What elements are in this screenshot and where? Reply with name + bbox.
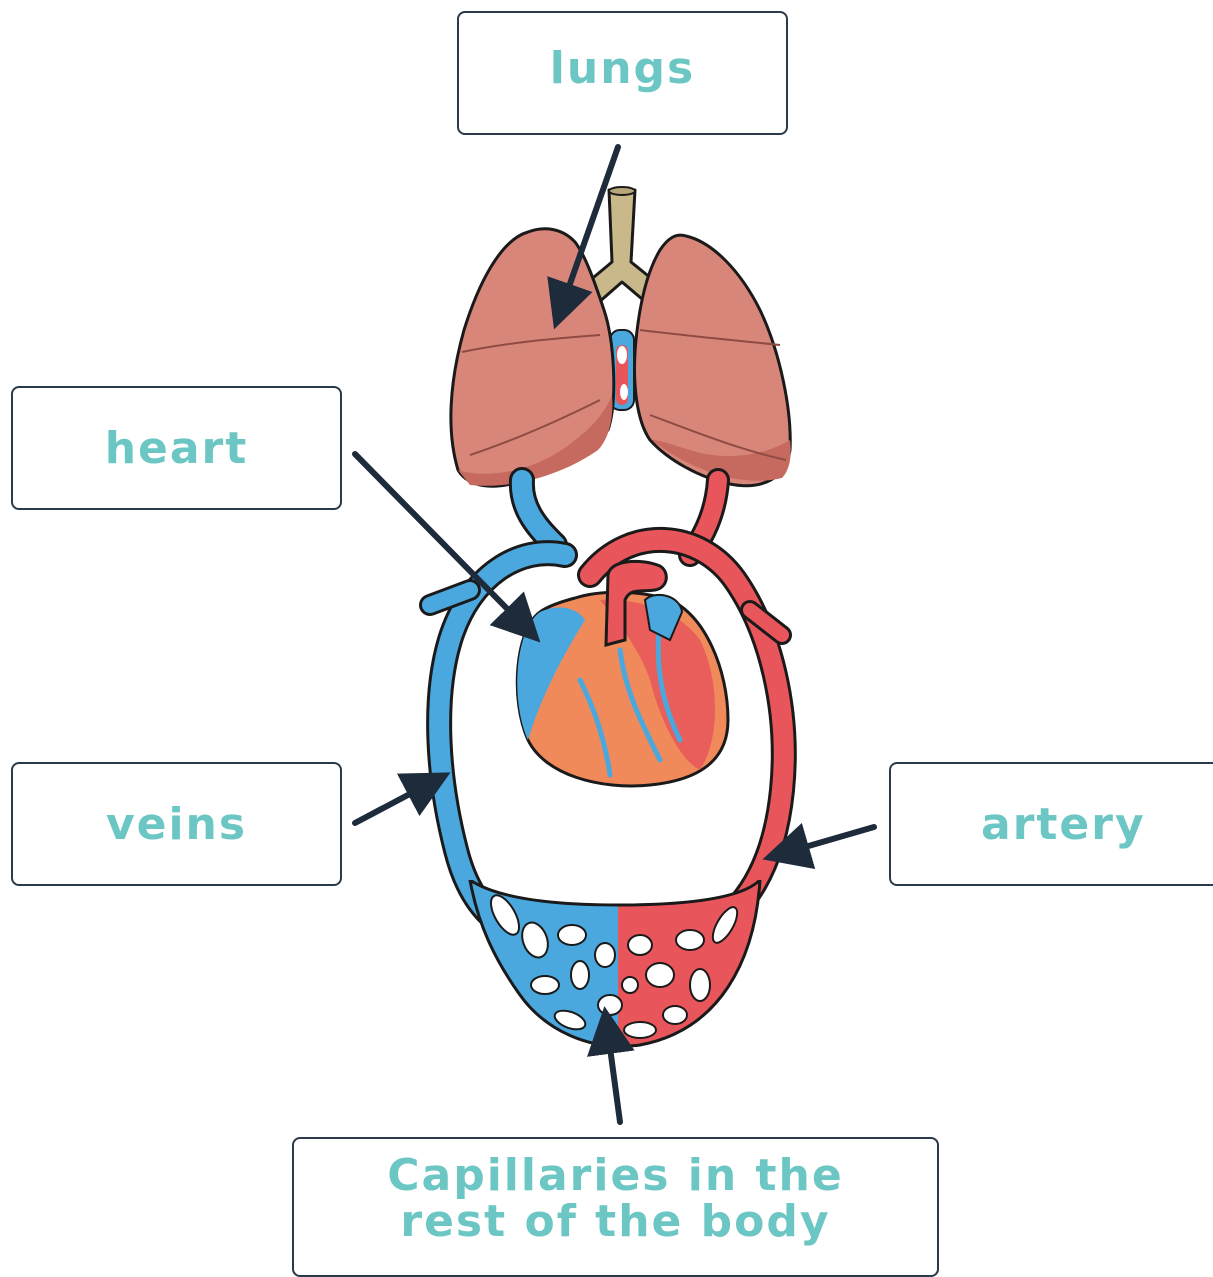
artery-arrow <box>774 827 874 856</box>
capillaries-label-line1: Capillaries in the <box>387 1153 843 1199</box>
left-lung <box>451 229 614 486</box>
heart-label: heart <box>11 386 342 510</box>
heart-organ <box>517 561 728 786</box>
veins-label-text: veins <box>106 799 247 850</box>
lungs-label-text: lungs <box>550 43 695 94</box>
veins-label: veins <box>11 762 342 886</box>
artery-label-text: artery <box>981 799 1146 850</box>
capillary-bed <box>470 880 760 1046</box>
heart-label-text: heart <box>105 423 249 474</box>
artery-label: artery <box>889 762 1213 886</box>
veins-arrow <box>355 778 440 823</box>
capillaries-label-line2: rest of the body <box>387 1199 843 1245</box>
lungs-label: lungs <box>457 11 788 135</box>
capillaries-label: Capillaries in the rest of the body <box>292 1137 939 1277</box>
right-lung <box>635 235 791 486</box>
